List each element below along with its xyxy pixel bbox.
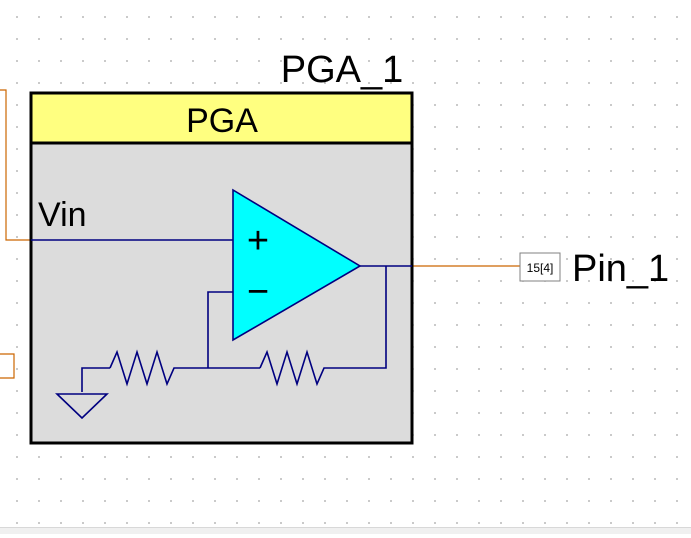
resistor-feedback-icon [259,349,335,387]
pin-number-box [519,252,561,282]
pin-number: 15[4] [527,261,554,275]
vin-pin-label: Vin [38,196,87,234]
ground-icon [55,393,109,420]
pga-type-label: PGA [186,102,258,140]
pga-header [29,91,414,145]
pin-name: Pin_1 [572,248,669,290]
opamp-icon: + − [232,188,362,342]
external-wire-vin[interactable] [0,89,31,241]
output-pin[interactable]: 15[4] Pin_1 [519,248,669,290]
internal-wiring [31,239,412,392]
opamp-plus-sign: + [247,220,269,262]
instance-name: PGA_1 [281,49,404,91]
minus-to-divider-wire [207,291,233,368]
external-wire-left-stub[interactable] [0,353,15,379]
resistor-ground-icon [109,349,180,387]
opamp-minus-sign: − [247,271,269,313]
feedback-wire [335,266,387,369]
ground-lead-wire [81,367,110,392]
pga-component[interactable]: PGA [29,91,414,445]
bottom-scroll-strip [0,527,691,534]
